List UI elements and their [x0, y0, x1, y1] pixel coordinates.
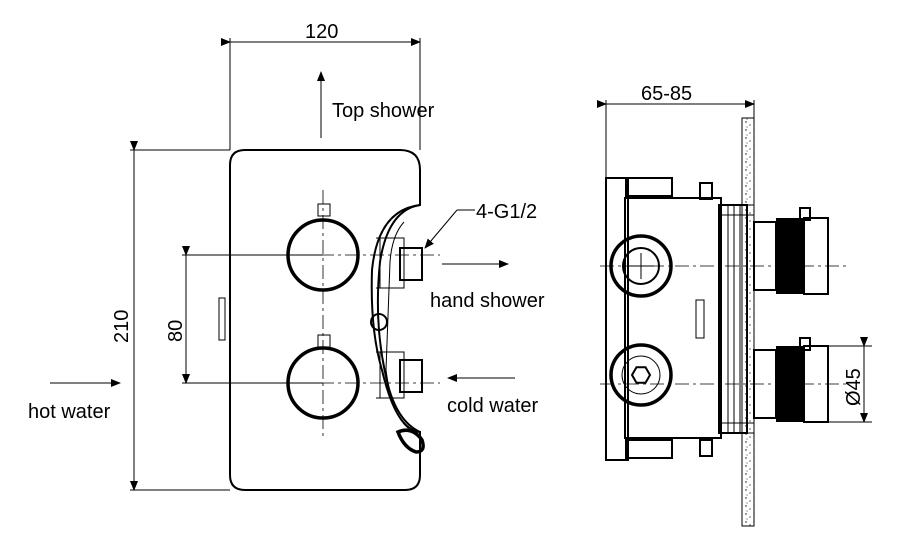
spacing-dimension: 80	[165, 320, 187, 342]
thread-spec-label: 4-G1/2	[476, 201, 537, 223]
front-view: 120 210 80 Top shower 4-G1/2 hand shower…	[28, 21, 545, 491]
upper-spindle	[753, 207, 829, 295]
housing-ribs	[719, 204, 754, 434]
hand-shower-label: hand shower	[430, 290, 545, 312]
lower-port	[609, 343, 673, 407]
bottom-lobe	[395, 428, 425, 454]
lower-spindle	[753, 337, 829, 423]
width-dimension: 120	[305, 21, 338, 43]
interior-port	[370, 313, 388, 331]
diameter-dimension: Ø45	[843, 368, 865, 406]
hot-water-label: hot water	[28, 401, 111, 423]
plate-tab	[218, 297, 226, 341]
upper-outlet-fitting	[376, 237, 423, 289]
valve-body	[376, 204, 421, 433]
cold-water-label: cold water	[447, 395, 538, 417]
valve-housing	[624, 197, 722, 439]
lower-inlet-fitting	[376, 351, 423, 399]
side-view: 65-85 Ø45	[597, 83, 872, 527]
top-shower-label: Top shower	[332, 100, 435, 122]
cover-plate	[229, 149, 421, 491]
depth-dimension: 65-85	[641, 83, 692, 105]
height-dimension: 210	[111, 310, 133, 343]
